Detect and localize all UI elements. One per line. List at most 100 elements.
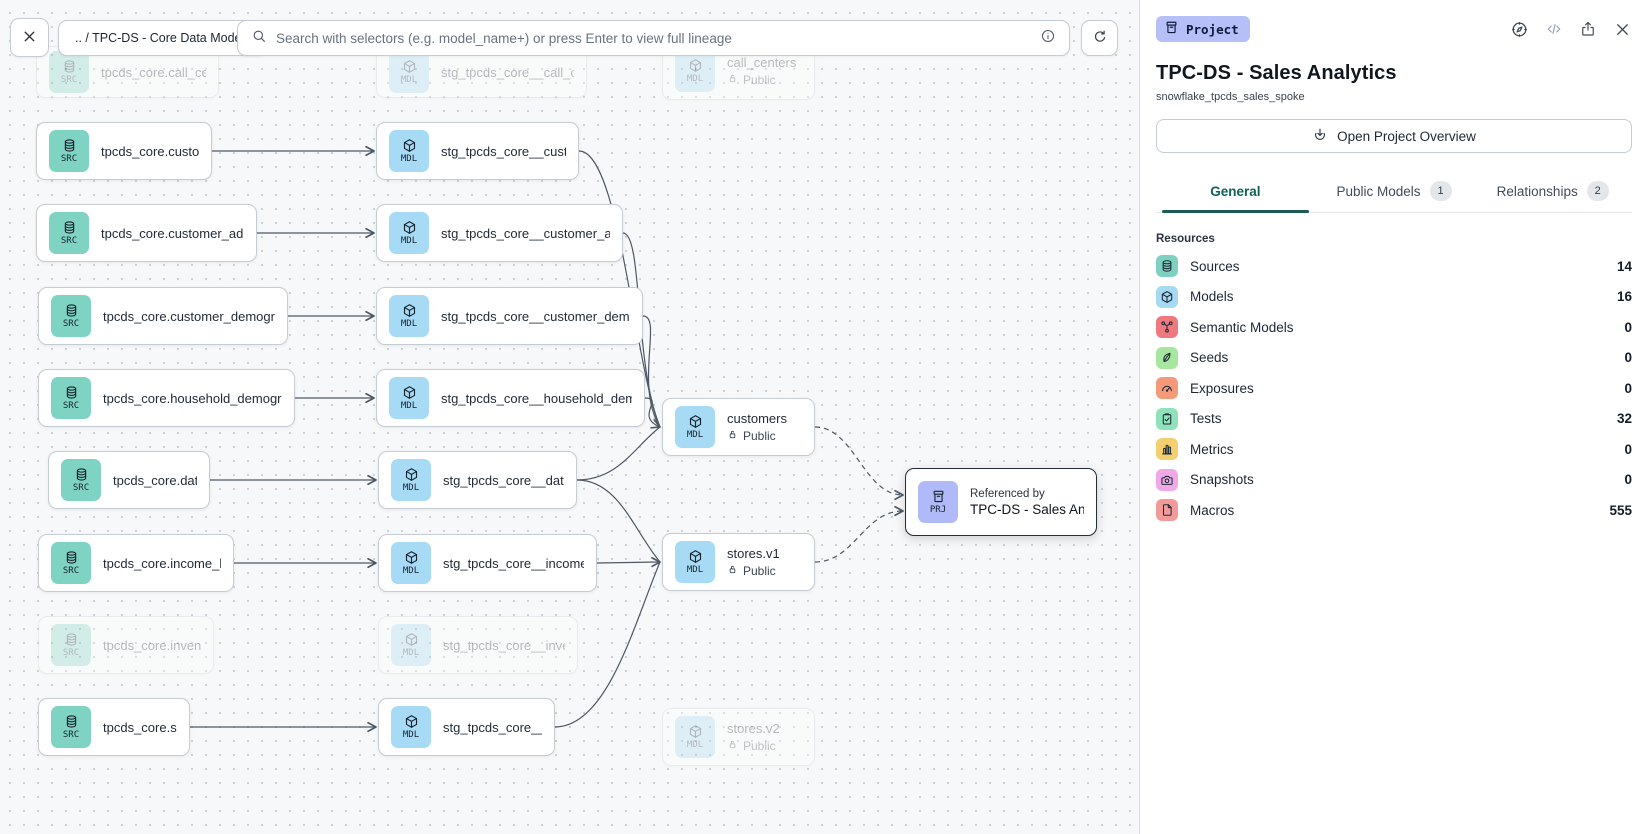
public-access-row: Public [727,429,787,443]
public-access-row: Public [727,73,796,87]
file-icon [1156,499,1178,522]
database-icon: SRC [51,542,91,584]
cube-icon: MDL [391,624,431,666]
node-stg_customer_demographics[interactable]: MDLstg_tpcds_core__customer_demogra… [376,287,643,345]
node-label: TPC-DS - Sales Analytics [970,501,1084,517]
cube-icon [1156,285,1178,308]
page-title: TPC-DS - Sales Analytics [1156,62,1397,84]
node-label: tpcds_core.call_center [101,64,206,80]
node-label: stores.v2 [727,721,780,736]
project-type-badge: Project [1156,16,1250,42]
open-project-overview-button[interactable]: Open Project Overview [1156,119,1632,153]
lock-open-icon [727,739,738,753]
refresh-button[interactable] [1081,20,1118,56]
node-label: stg_tpcds_core__date_dim [443,472,564,488]
resource-label: Snapshots [1190,472,1254,488]
resource-label: Sources [1190,258,1240,274]
close-icon [21,28,38,48]
info-icon[interactable] [1040,28,1056,49]
node-label: tpcds_core.customer [101,143,199,159]
resource-label: Seeds [1190,350,1229,366]
close-panel-icon[interactable] [1613,20,1632,39]
tab-count-badge: 1 [1429,181,1452,201]
node-label: tpcds_core.customer_address [101,225,244,241]
node-sublabel: Referenced by [970,487,1045,500]
node-label: stg_tpcds_core__income_band [443,555,584,571]
database-icon: SRC [49,51,89,93]
cube-icon: MDL [389,377,429,419]
clipboard-check-icon [1156,407,1178,430]
node-label: tpcds_core.inventory [103,637,201,653]
search-input[interactable] [276,30,1031,46]
node-stg_income_band[interactable]: MDL stg_tpcds_core__income_band [378,534,597,592]
database-icon: SRC [61,459,101,501]
lock-open-icon [727,564,738,578]
search-box[interactable] [237,20,1070,56]
overview-button-label: Open Project Overview [1337,128,1476,144]
node-label: call_centers [727,55,797,70]
lock-open-icon [727,73,738,87]
resource-count: 555 [1609,502,1632,518]
gauge-icon [1156,377,1178,400]
resource-label: Models [1190,289,1234,305]
node-label: tpcds_core.store [103,719,177,735]
node-stg_date_dim[interactable]: MDL stg_tpcds_core__date_dim [378,451,577,509]
node-stg_inventory[interactable]: MDL stg_tpcds_core__inventory [378,616,578,674]
details-panel: Project TPC-DS - Sales Analytics snowfla… [1139,0,1648,834]
tab-general[interactable]: General [1156,173,1315,213]
node-label: stg_tpcds_core__inventory [443,637,565,653]
cube-icon: MDL [389,130,429,172]
explore-lineage-icon[interactable] [1510,20,1529,39]
resource-row-seeds[interactable]: Seeds 0 [1156,343,1632,374]
breadcrumb[interactable]: .. / TPC-DS - Core Data Models [58,20,268,56]
cube-icon: MDL [675,716,715,758]
share-icon[interactable] [1579,20,1597,38]
node-label: stg_tpcds_core__customer_address [441,225,610,241]
cube-icon: MDL [675,541,715,583]
lock-open-icon [727,429,738,443]
resource-row-models[interactable]: Models 16 [1156,282,1632,313]
public-label: Public [743,429,776,443]
resource-count: 0 [1624,441,1632,457]
cube-icon: MDL [391,542,431,584]
tab-label: General [1210,183,1261,199]
resource-label: Exposures [1190,380,1254,396]
public-access-row: Public [727,739,780,753]
resource-count: 0 [1624,350,1632,366]
cube-icon: MDL [391,459,431,501]
close-lineage-button[interactable] [10,18,49,57]
bar-chart-icon [1156,438,1178,461]
resource-count: 16 [1616,289,1632,305]
node-stg_household_demographics[interactable]: MDLstg_tpcds_core__household_demogr… [376,369,645,427]
branch-icon [1156,316,1178,339]
cube-icon: MDL [675,50,715,92]
database-icon: SRC [51,377,91,419]
code-icon[interactable] [1545,20,1563,38]
lineage-canvas[interactable]: SRCtpcds_core.call_centerSRCtpcds_core.c… [0,0,1139,834]
